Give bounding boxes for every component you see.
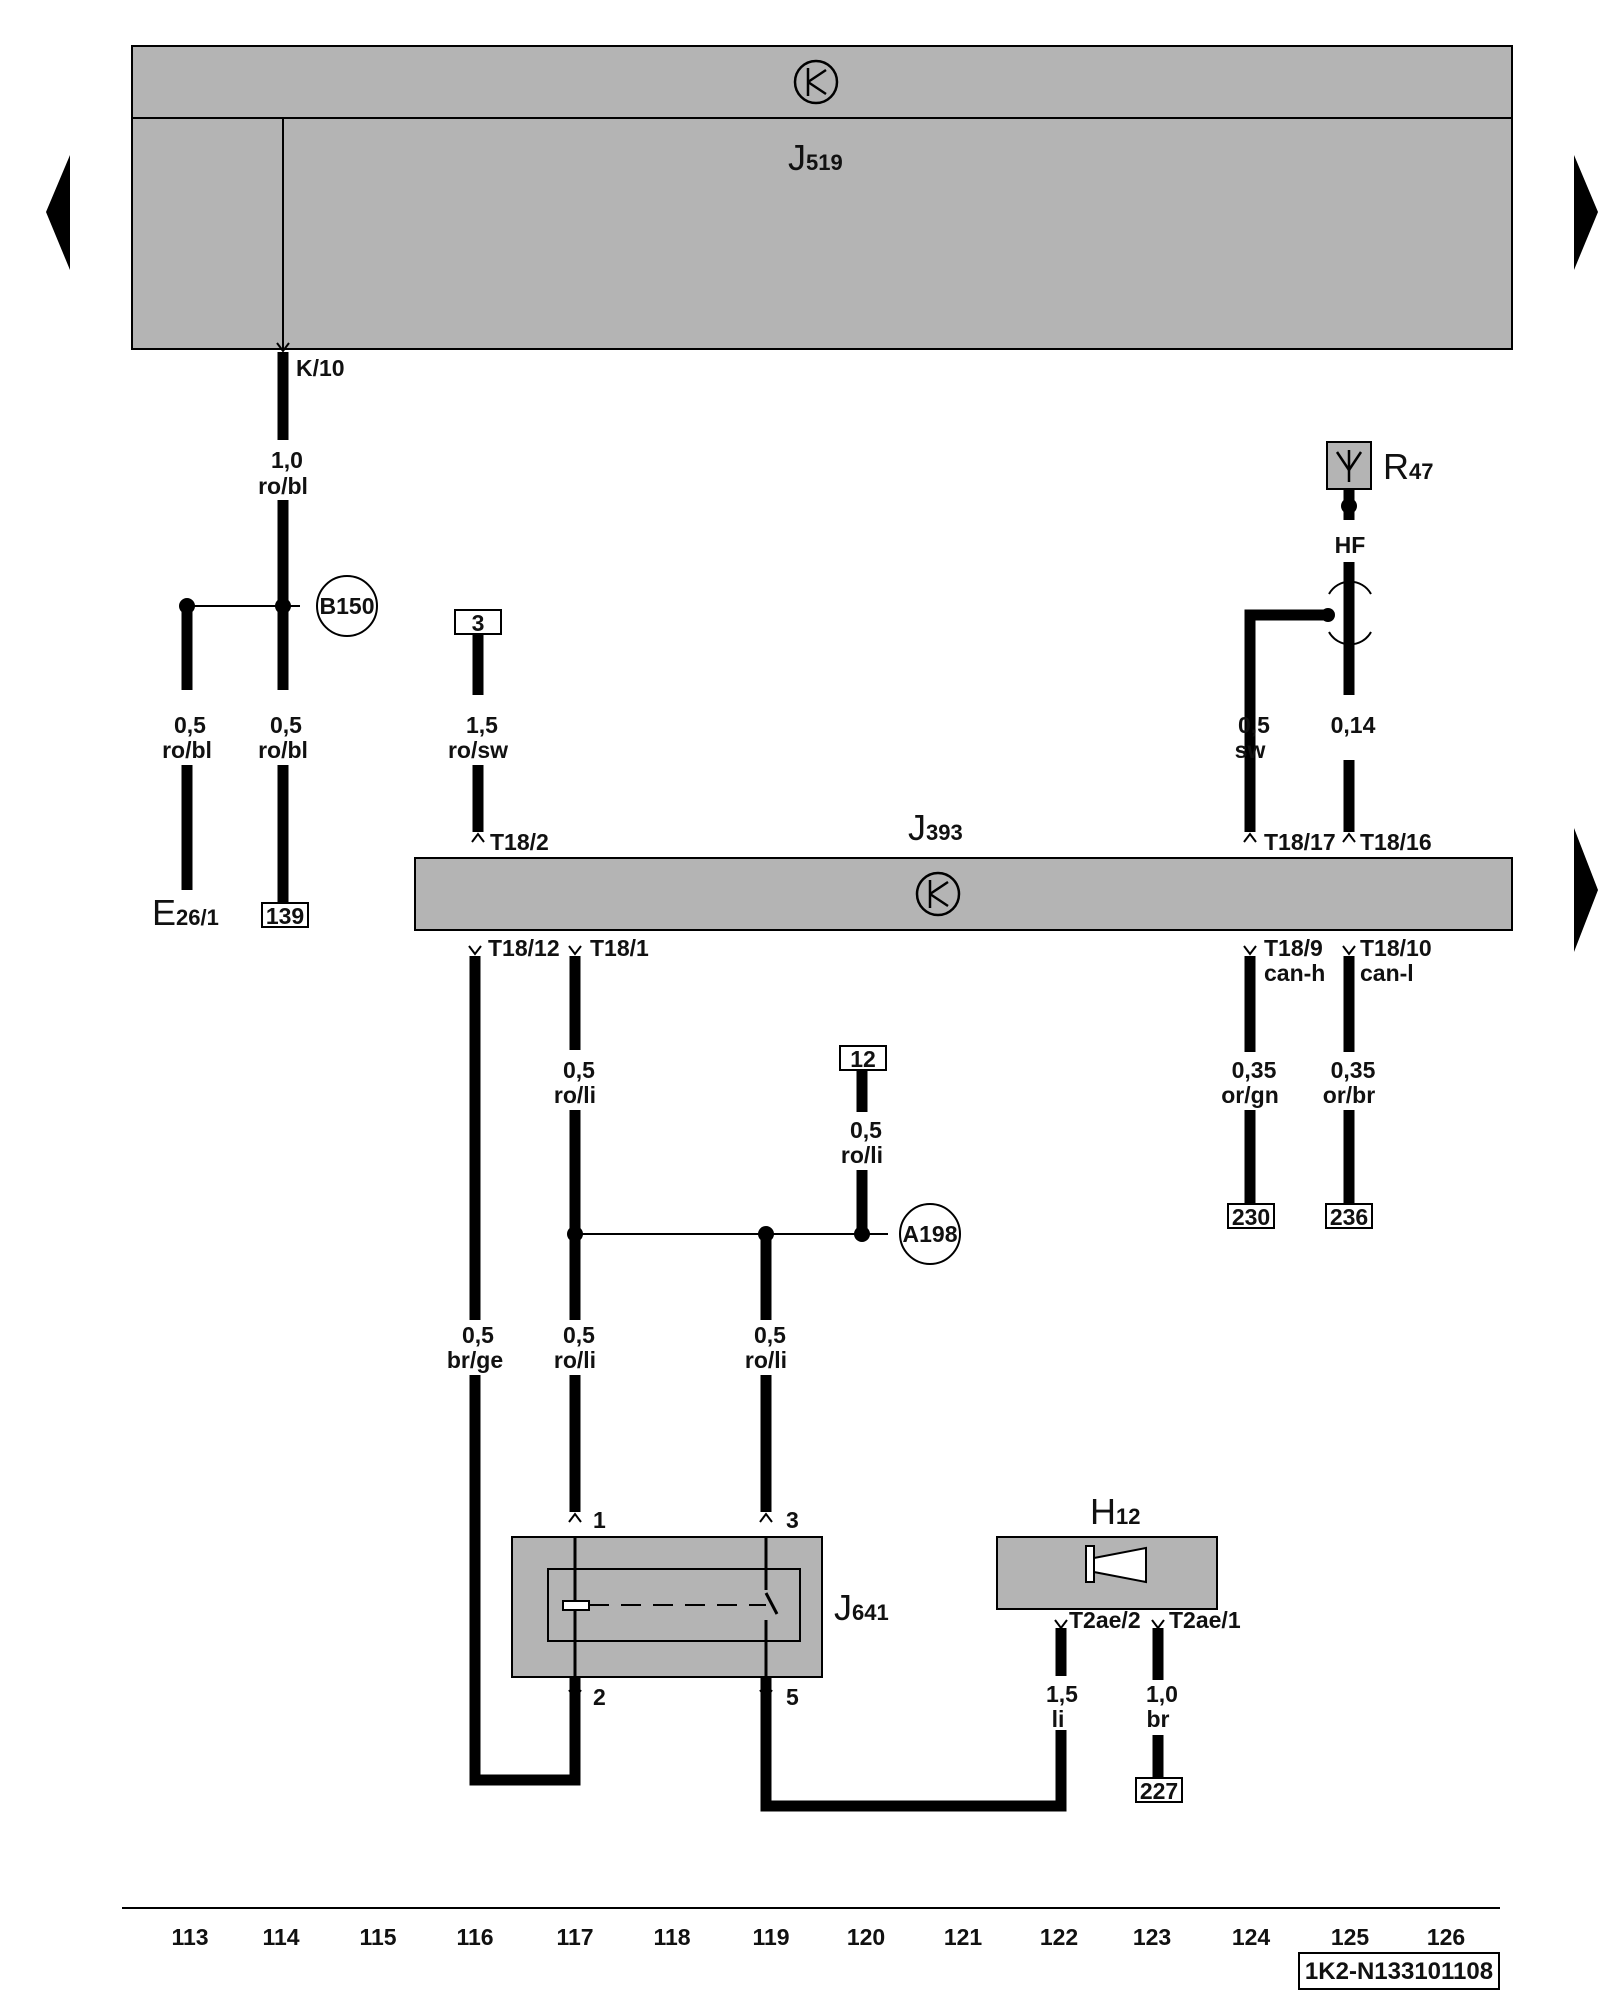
b150-label: B150 <box>320 593 375 619</box>
wire-119-color: ro/li <box>745 1347 787 1373</box>
wire-117-top-size: 0,5 <box>563 1057 595 1083</box>
relay-coil-icon <box>562 1600 590 1611</box>
wire-124-sw-color: sw <box>1235 737 1266 763</box>
wire-125-hf-size: 0,14 <box>1331 712 1376 738</box>
ref-230-label: 230 <box>1232 1204 1270 1230</box>
e26-label: E26/1 <box>152 892 219 933</box>
antenna-icon <box>1335 450 1363 482</box>
can-l-label: can-l <box>1360 960 1414 986</box>
doc-id-box <box>1298 1952 1500 1990</box>
column-number: 113 <box>171 1924 208 1950</box>
horn-icon <box>1085 1545 1095 1583</box>
b150-connector <box>316 575 378 637</box>
j641-label: J641 <box>834 1587 889 1628</box>
wire-116-size: 1,5 <box>466 712 498 738</box>
column-number: 116 <box>456 1924 493 1950</box>
ground-symbol-icon <box>793 59 839 105</box>
column-number: 122 <box>1040 1924 1078 1950</box>
wire-114b-size: 0,5 <box>270 712 302 738</box>
column-number: 114 <box>262 1924 299 1950</box>
pin-t2ae2-label: T2ae/2 <box>1069 1607 1141 1633</box>
ref-12-box[interactable] <box>839 1045 887 1071</box>
wire-124-can-color: or/gn <box>1221 1082 1279 1108</box>
wire-116-brge-size: 0,5 <box>462 1322 494 1348</box>
pin-t18-16-label: T18/16 <box>1360 829 1432 855</box>
previous-page-arrow-icon[interactable] <box>46 155 70 270</box>
wire-117-top-color: ro/li <box>554 1082 596 1108</box>
column-number: 120 <box>847 1924 885 1950</box>
wire-116-color: ro/sw <box>448 737 508 763</box>
wire-122-color: li <box>1052 1706 1065 1732</box>
pin-t18-1-label: T18/1 <box>590 935 649 961</box>
wire-119-size: 0,5 <box>754 1322 786 1348</box>
ref-139-box[interactable] <box>261 902 309 928</box>
pin-k10-label: K/10 <box>296 355 345 381</box>
ref-227-box[interactable] <box>1135 1777 1183 1803</box>
wire-123-color: br <box>1147 1706 1170 1732</box>
a198-label: A198 <box>903 1221 958 1247</box>
j393-label: J393 <box>908 807 963 848</box>
column-numbers: 113 114 115 116 117 118 119 120 121 122 123 124 125 1… <box>171 1924 1465 1950</box>
column-number: 115 <box>359 1924 396 1950</box>
can-h-label: can-h <box>1264 960 1325 986</box>
j519-control-unit: J519 <box>131 45 1513 350</box>
ref-227-label: 227 <box>1140 1778 1178 1804</box>
wire-117-bot-color: ro/li <box>554 1347 596 1373</box>
wire-122-size: 1,5 <box>1046 1681 1078 1707</box>
h12-horn: H12 T2ae/2 T2ae/1 <box>996 1491 1241 1633</box>
column-number: 124 <box>1232 1924 1271 1950</box>
ref-3-label: 3 <box>472 610 485 636</box>
wire-124-sw-size: 0,5 <box>1238 712 1270 738</box>
pin-2-label: 2 <box>593 1684 606 1710</box>
wire-114-color: ro/bl <box>258 473 308 499</box>
wire-125-can-size: 0,35 <box>1331 1057 1376 1083</box>
column-number: 121 <box>944 1924 983 1950</box>
column-number: 117 <box>556 1924 593 1950</box>
wire-113-size: 0,5 <box>174 712 206 738</box>
ref-230-box[interactable] <box>1227 1203 1275 1229</box>
pin-t2ae1-label: T2ae/1 <box>1169 1607 1241 1633</box>
wire-125-can-color: or/br <box>1323 1082 1375 1108</box>
wire-114b-color: ro/bl <box>258 737 308 763</box>
ground-symbol-icon <box>915 871 961 917</box>
pin-1-label: 1 <box>593 1507 606 1533</box>
hf-label: HF <box>1335 532 1366 558</box>
j393-control-unit: J393 <box>414 807 1513 931</box>
j519-label: J519 <box>788 137 843 178</box>
ref-139-label: 139 <box>266 903 304 929</box>
pin-t18-9-label: T18/9 <box>1264 935 1323 961</box>
wire-123-size: 1,0 <box>1146 1681 1178 1707</box>
doc-id: 1K2-N133101108 <box>1305 1958 1493 1985</box>
wire-120-size: 0,5 <box>850 1117 882 1143</box>
next-page-arrow-icon-lower[interactable] <box>1574 828 1598 952</box>
wire-114-size: 1,0 <box>271 447 303 473</box>
pin-t18-10-label: T18/10 <box>1360 935 1432 961</box>
pin-5-label: 5 <box>786 1684 799 1710</box>
next-page-arrow-icon[interactable] <box>1574 155 1598 270</box>
column-number: 118 <box>653 1924 690 1950</box>
pin-t18-2-label: T18/2 <box>490 829 549 855</box>
a198-connector <box>899 1203 961 1265</box>
wire-124-can-size: 0,35 <box>1232 1057 1277 1083</box>
column-number: 126 <box>1427 1924 1465 1950</box>
ref-12-label: 12 <box>850 1046 876 1072</box>
ref-3-box[interactable] <box>454 609 502 635</box>
ref-236-label: 236 <box>1330 1204 1368 1230</box>
wire-117-bot-size: 0,5 <box>563 1322 595 1348</box>
pin-3-label: 3 <box>786 1507 799 1533</box>
wire-113-color: ro/bl <box>162 737 212 763</box>
wire-116-brge-color: br/ge <box>447 1347 503 1373</box>
column-number: 125 <box>1331 1924 1370 1950</box>
pin-t18-12-label: T18/12 <box>488 935 560 961</box>
column-number: 123 <box>1133 1924 1171 1950</box>
column-number: 119 <box>752 1924 789 1950</box>
wire-120-color: ro/li <box>841 1142 883 1168</box>
h12-label: H12 <box>1090 1491 1140 1532</box>
r47-label: R47 <box>1383 446 1433 487</box>
pin-t18-17-label: T18/17 <box>1264 829 1336 855</box>
j641-relay: 1 3 J641 2 5 <box>511 1507 889 1710</box>
ref-236-box[interactable] <box>1325 1203 1373 1229</box>
